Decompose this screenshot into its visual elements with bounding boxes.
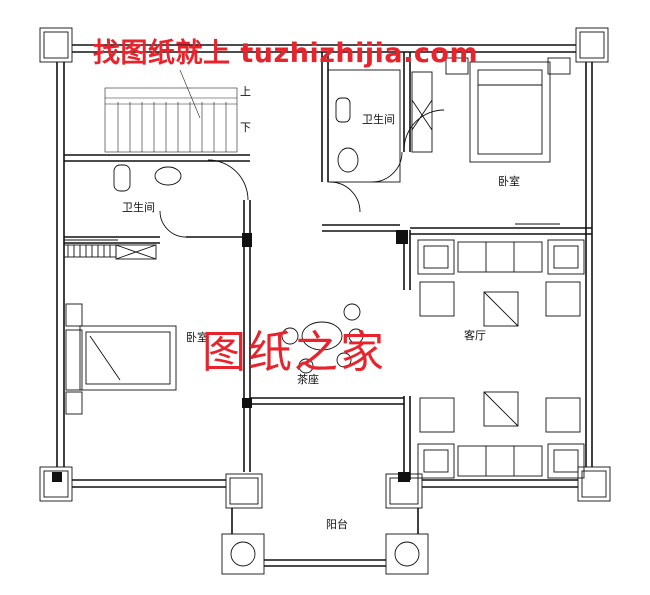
closet-left — [63, 244, 157, 260]
room-label-bedroom-left: 卧室 — [186, 331, 208, 344]
tea-table — [281, 303, 364, 374]
outer-walls — [56, 44, 593, 567]
room-label-bedroom-right: 卧室 — [498, 175, 520, 188]
room-label-bathroom-left: 卫生间 — [122, 201, 155, 214]
room-label-bathroom-top: 卫生间 — [362, 113, 395, 126]
watermark-center: 图纸之家 — [202, 327, 386, 378]
wall-columns — [52, 230, 410, 482]
staircase — [104, 69, 238, 153]
room-label-tea-seat: 茶座 — [297, 373, 319, 386]
room-label-living-room: 客厅 — [464, 329, 486, 342]
stair-up-label: 上 — [240, 85, 251, 98]
watermark-top: 找图纸就上 tuzhizhijia.com — [93, 38, 479, 69]
living-room-sofas — [417, 239, 587, 479]
bedroom-right-furniture — [445, 57, 571, 225]
bathroom-top-fixtures — [327, 69, 433, 183]
doors — [207, 109, 445, 213]
corner-columns — [39, 27, 611, 575]
room-label-balcony: 阳台 — [326, 518, 348, 531]
bathroom-left-fixtures — [64, 164, 187, 241]
stair-down-label: 下 — [240, 121, 251, 134]
bedroom-left-furniture — [65, 303, 177, 415]
